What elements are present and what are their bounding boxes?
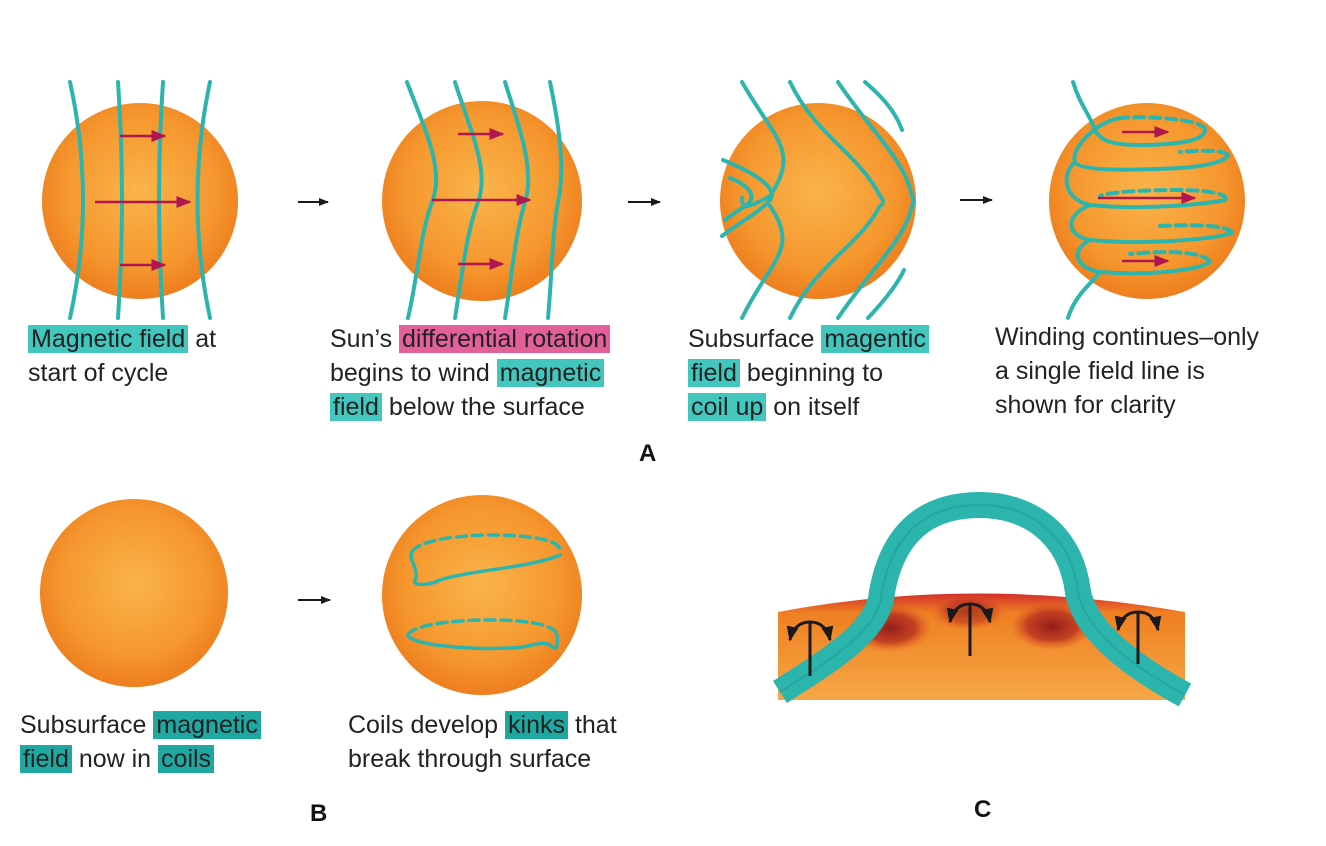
- panel-label-a: A: [639, 440, 657, 467]
- caption-text: start of cycle: [28, 359, 169, 387]
- upward-split-arrow-icon: [786, 620, 834, 676]
- caption-text: a single field line is: [995, 357, 1205, 385]
- panel-a3: [720, 80, 916, 320]
- highlight-coils: coils: [158, 745, 215, 773]
- caption-a3: Subsurface magentic field beginning to c…: [688, 322, 929, 424]
- sunspot-center: [930, 594, 1006, 630]
- highlight-field: field: [330, 393, 382, 421]
- caption-text: Subsurface: [688, 325, 822, 353]
- caption-text: Sun’s: [330, 325, 400, 353]
- highlight-field: field: [688, 359, 740, 387]
- panel-b1: [40, 499, 228, 687]
- upward-split-arrow-icon: [946, 602, 994, 656]
- field-lines-a1: [68, 80, 212, 320]
- rotation-arrows-a2: [432, 128, 532, 270]
- rotation-arrows-a1: [95, 130, 192, 271]
- caption-b1: Subsurface magnetic field now in coils: [20, 708, 261, 776]
- sun-b2: [382, 495, 582, 695]
- caption-text: Winding continues–only: [995, 323, 1260, 351]
- rotation-arrows-a4: [1098, 126, 1197, 267]
- panel-c: [772, 491, 1192, 707]
- panel-label-c: C: [974, 796, 992, 823]
- caption-text: beginning to: [739, 359, 884, 387]
- sun-a3: [720, 103, 916, 299]
- highlight-field: field: [20, 745, 72, 773]
- caption-a1: Magnetic field at start of cycle: [28, 322, 216, 390]
- caption-a4: Winding continues–only a single field li…: [995, 320, 1259, 422]
- field-line-a4: [1064, 80, 1234, 320]
- highlight-magnetic: magnetic: [496, 359, 605, 387]
- caption-text: on itself: [766, 393, 860, 421]
- upward-split-arrow-icon: [1114, 610, 1162, 664]
- highlight-differential-rotation: differential rotation: [399, 325, 611, 353]
- caption-text: Subsurface: [20, 711, 154, 739]
- caption-text: at: [188, 325, 217, 353]
- field-lines-a3: [720, 80, 916, 320]
- highlight-magnetic: magnetic: [153, 711, 261, 739]
- highlight-magnetic-field: Magnetic field: [28, 325, 189, 353]
- sun-b1: [40, 499, 228, 687]
- highlight-magentic: magentic: [821, 325, 929, 353]
- caption-text: shown for clarity: [995, 391, 1176, 419]
- magnetic-arch: [772, 491, 1192, 707]
- caption-b2: Coils develop kinks that break through s…: [348, 708, 617, 776]
- panel-a1: [42, 80, 238, 320]
- panel-label-b: B: [310, 800, 328, 827]
- caption-text: break through surface: [348, 745, 592, 773]
- caption-text: now in: [71, 745, 159, 773]
- panel-a2: [382, 80, 582, 320]
- caption-a2: Sun’s differential rotation begins to wi…: [330, 322, 611, 424]
- caption-text: below the surface: [381, 393, 585, 421]
- caption-text: begins to wind: [330, 359, 497, 387]
- highlight-coil-up: coil up: [688, 393, 767, 421]
- panel-b2: [382, 495, 582, 695]
- caption-text: Coils develop: [348, 711, 506, 739]
- panel-a4: [1049, 80, 1245, 320]
- highlight-kinks: kinks: [505, 711, 568, 739]
- caption-text: that: [568, 711, 617, 739]
- kinked-coils-b2: [406, 533, 562, 651]
